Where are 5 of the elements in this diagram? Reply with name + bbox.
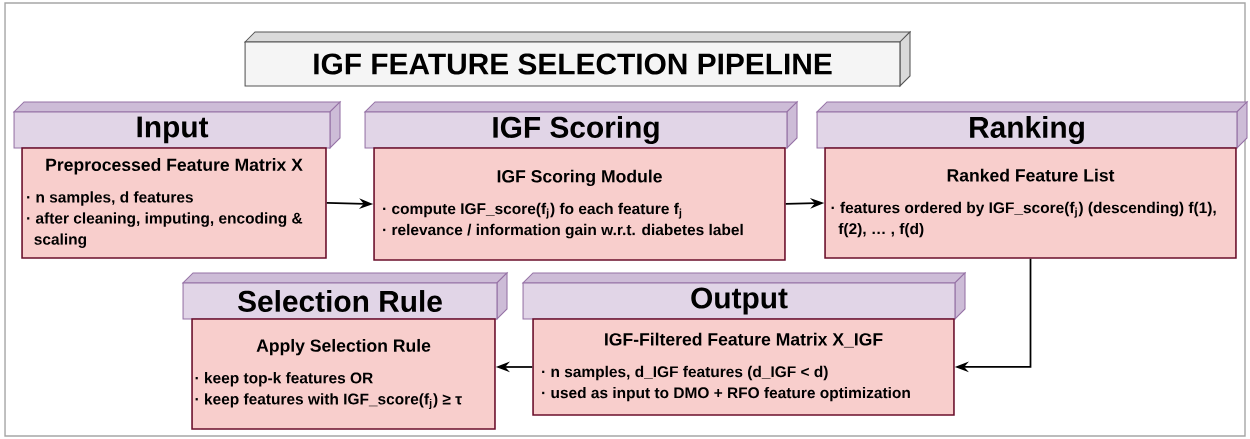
stage-box: IGF Scoring Module · compute IGF_score(f$_{j}$) fo each feature f$_{j}$ · relevance / information gain w.r.t. diabetes label — [373, 147, 786, 261]
stage-box: IGF-Filtered Feature Matrix X_IGF · n samples, d_IGF features (d_IGF < d) · used as input to DMO + RFO feature optimization — [532, 318, 955, 416]
stage-box: Apply Selection Rule · keep top-k features OR · keep features with IGF_score(f$_{j}$) ≥ τ — [191, 318, 496, 430]
stage-box: Ranked Feature List · features ordered by IGF_score(f$_{j}$) (descending) f(1), f(2), … , f(d) — [824, 147, 1237, 259]
stage-box: Preprocessed Feature Matrix X · n samples, d features · after cleaning, imputing, encoding & scaling — [21, 147, 327, 259]
